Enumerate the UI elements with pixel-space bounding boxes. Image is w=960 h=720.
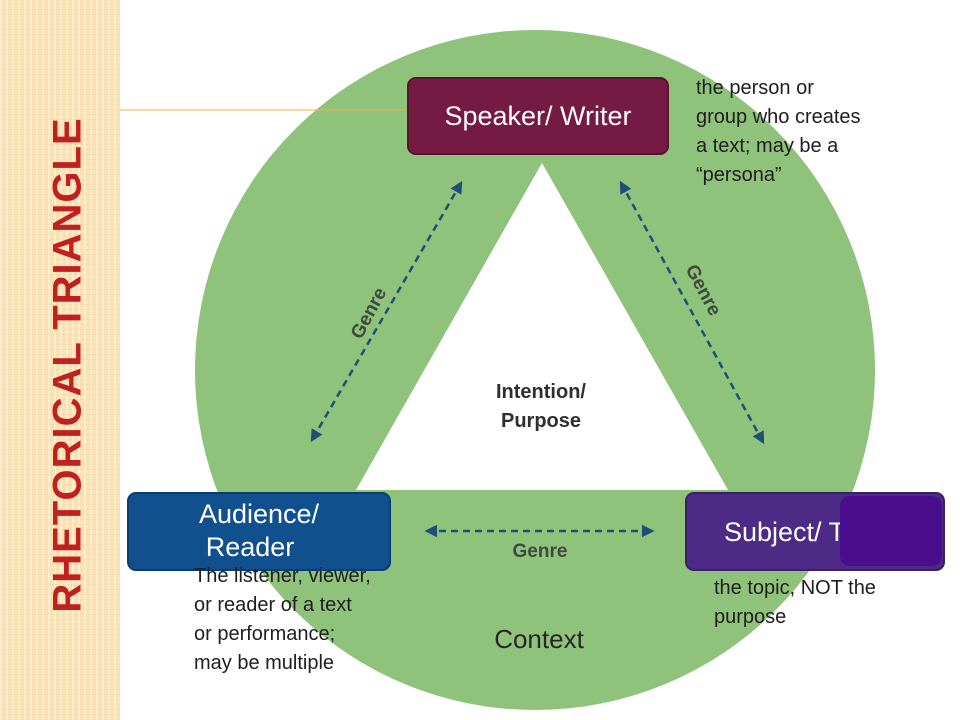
speaker-note-line: a text; may be a — [696, 135, 839, 157]
audience-note-line: may be multiple — [194, 652, 335, 674]
audience-label-line2: Reader — [206, 532, 295, 562]
genre-arrow-left — [310, 180, 463, 443]
speaker-box — [407, 77, 669, 155]
genre-label-bottom: Genre — [513, 541, 568, 562]
genre-arrow-right — [619, 180, 765, 445]
audience-box — [127, 492, 391, 571]
center-label-line2: Purpose — [501, 410, 581, 432]
speaker-note-line: group who creates — [696, 106, 861, 128]
center-label-line1: Intention/ — [496, 381, 586, 403]
speaker-note-line: the person or — [696, 77, 814, 99]
subject-note-line: purpose — [714, 606, 787, 628]
audience-note-line: The listener, viewer, — [194, 565, 371, 587]
sidebar-panel — [0, 0, 120, 720]
subject-note-line: the topic, NOT the — [714, 577, 876, 599]
context-label: Context — [494, 624, 584, 654]
subject-overlay-box — [840, 496, 942, 566]
subject-note: the topic, NOT the purpose — [714, 574, 876, 632]
audience-note-line: or performance; — [194, 623, 336, 645]
audience-note: The listener, viewer, or reader of a tex… — [194, 562, 371, 678]
speaker-note-line: “persona” — [696, 164, 782, 186]
audience-note-line: or reader of a text — [194, 594, 352, 616]
subject-label: Subject/ T — [724, 517, 845, 547]
speaker-label: Speaker/ Writer — [444, 101, 631, 131]
audience-label-line1: Audience/ — [199, 499, 320, 529]
speaker-note: the person or group who creates a text; … — [696, 74, 861, 190]
